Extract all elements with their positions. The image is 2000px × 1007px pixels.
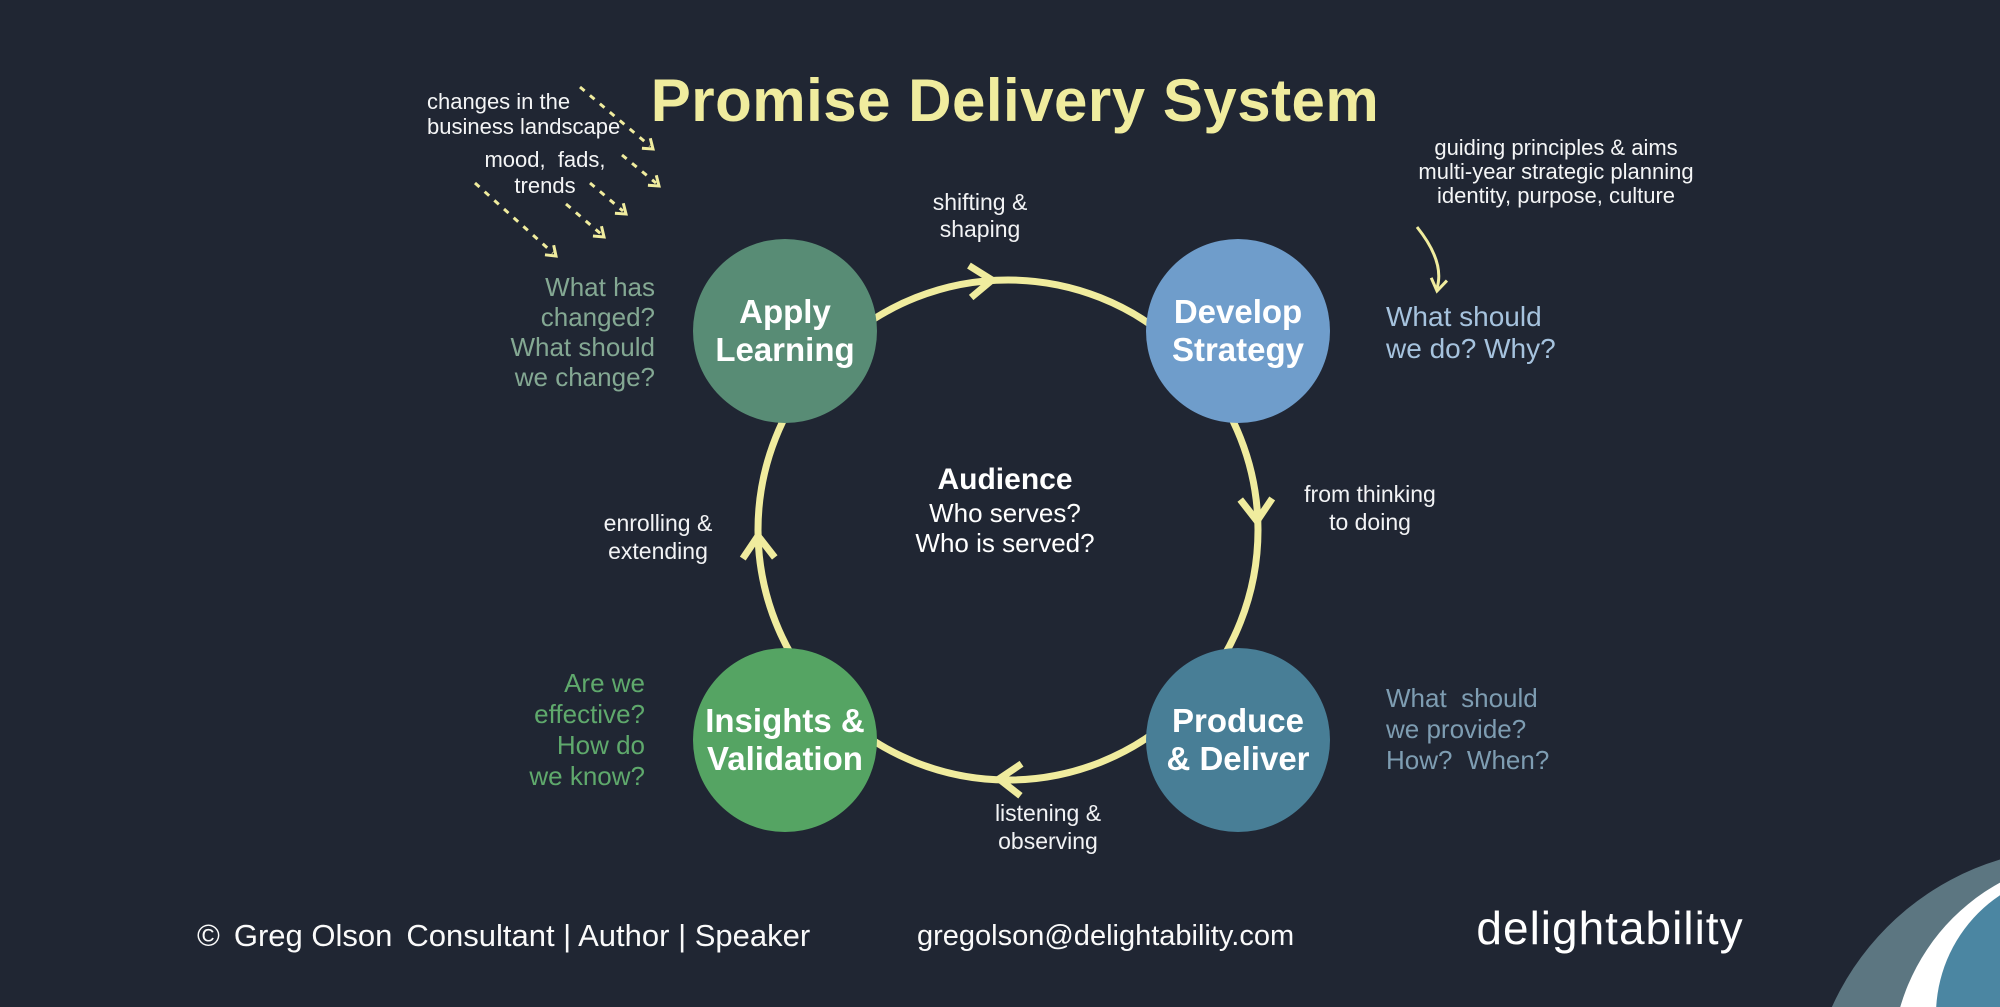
- copyright-symbol: ©: [197, 918, 220, 953]
- node-label-develop-strategy: Develop Strategy: [1146, 239, 1330, 423]
- node-line: Produce: [1171, 702, 1305, 739]
- small-arrowhead-icon: [592, 225, 606, 239]
- author-roles: Consultant | Author | Speaker: [406, 918, 811, 953]
- note-line: guiding principles & aims: [1434, 135, 1678, 160]
- note-mood-fads-trends: mood, fads, trends: [445, 147, 645, 199]
- node-label-insights-validation: Insights & Validation: [693, 648, 877, 832]
- curved-arrow: [1415, 226, 1441, 289]
- flow-line: shaping: [939, 216, 1021, 242]
- question-line: What should: [1386, 683, 1538, 713]
- dashed-arrow: [473, 181, 555, 255]
- contact-email: gregolson@delightability.com: [917, 920, 1295, 952]
- cycle-arrowheads: [739, 262, 1276, 799]
- question-produce-deliver: What should we provide? How? When?: [1386, 683, 1549, 776]
- small-arrowhead-icon: [647, 174, 661, 188]
- note-line: trends: [514, 173, 576, 198]
- author-name: Greg Olson: [233, 918, 393, 953]
- arrowhead-right-icon: [1237, 496, 1276, 527]
- small-arrowhead-icon: [544, 244, 558, 258]
- question-insights-validation: Are we effective? How do we know?: [430, 668, 645, 792]
- question-line: we do? Why?: [1386, 333, 1556, 364]
- dashed-change-arrows: [473, 85, 657, 255]
- arrowhead-top-icon: [967, 262, 998, 301]
- node-circle-insights-validation: [693, 648, 877, 832]
- node-line: & Deliver: [1166, 740, 1310, 777]
- question-develop-strategy: What should we do? Why?: [1386, 301, 1556, 365]
- question-line: we change?: [514, 362, 655, 392]
- corner-arc-teal: [1936, 895, 2000, 1007]
- question-line: we know?: [529, 761, 645, 791]
- flow-line: enrolling &: [603, 510, 713, 536]
- node-line: Learning: [715, 331, 855, 368]
- page-title: Promise Delivery System: [650, 67, 1380, 134]
- note-business-landscape: changes in the business landscape: [427, 89, 620, 139]
- dashed-arrow: [565, 202, 602, 236]
- cycle-ring: [754, 276, 1262, 784]
- node-label-apply-learning: Apply Learning: [693, 239, 877, 423]
- dashed-arrow: [579, 85, 651, 148]
- small-arrowhead-icon: [641, 137, 655, 151]
- node-line: Develop: [1173, 293, 1303, 330]
- node-circle-apply-learning: [693, 239, 877, 423]
- flow-line: shifting &: [932, 189, 1028, 215]
- question-line: How? When?: [1386, 745, 1550, 775]
- flow-line: from thinking: [1304, 481, 1436, 507]
- audience-label: Audience Who serves? Who is served?: [855, 462, 1155, 558]
- question-line: How do: [556, 730, 645, 760]
- question-apply-learning: What has changed? What should we change?: [435, 272, 655, 392]
- strategy-pointer-arrow: [1415, 226, 1449, 294]
- dashed-arrowheads: [544, 137, 661, 258]
- corner-decoration: [1831, 859, 2000, 1007]
- question-line: changed?: [540, 302, 655, 332]
- small-arrowhead-icon: [1429, 277, 1449, 294]
- note-strategy-inputs: guiding principles & aims multi-year str…: [1406, 136, 1706, 208]
- node-line: Insights &: [705, 702, 865, 739]
- question-line: What should: [510, 332, 655, 362]
- node-line: Validation: [707, 740, 863, 777]
- flow-label-listening-observing: listening & observing: [948, 799, 1148, 855]
- node-circle-produce-deliver: [1146, 648, 1330, 832]
- flow-label-thinking-to-doing: from thinking to doing: [1270, 480, 1470, 536]
- flow-label-shifting-shaping: shifting & shaping: [880, 189, 1080, 243]
- node-label-produce-deliver: Produce & Deliver: [1146, 648, 1330, 832]
- small-arrowhead-icon: [614, 202, 628, 216]
- footer-author: © Greg Olson Consultant | Author | Speak…: [197, 918, 810, 954]
- audience-line: Who serves?: [929, 498, 1081, 528]
- question-line: What should: [1386, 301, 1542, 332]
- flow-line: to doing: [1329, 509, 1411, 535]
- arrowhead-left-icon: [739, 530, 778, 561]
- delightability-logo: delightability: [1476, 902, 1744, 954]
- audience-line: Who is served?: [915, 528, 1095, 558]
- question-line: What has: [545, 272, 655, 302]
- note-line: business landscape: [427, 114, 621, 139]
- note-line: mood, fads,: [484, 147, 606, 172]
- node-line: Strategy: [1171, 331, 1305, 368]
- flow-label-enrolling-extending: enrolling & extending: [558, 509, 758, 565]
- flow-line: extending: [608, 538, 708, 564]
- arrowhead-bottom-icon: [993, 760, 1024, 799]
- note-line: changes in the: [427, 89, 571, 114]
- question-line: we provide?: [1386, 714, 1527, 744]
- node-line: Apply: [739, 293, 831, 330]
- question-line: effective?: [534, 699, 645, 729]
- flow-line: observing: [998, 828, 1098, 854]
- flow-line: listening &: [994, 800, 1102, 826]
- note-line: identity, purpose, culture: [1436, 183, 1676, 208]
- node-circle-develop-strategy: [1146, 239, 1330, 423]
- question-line: Are we: [564, 668, 645, 698]
- audience-heading: Audience: [937, 463, 1073, 496]
- note-line: multi-year strategic planning: [1418, 159, 1694, 184]
